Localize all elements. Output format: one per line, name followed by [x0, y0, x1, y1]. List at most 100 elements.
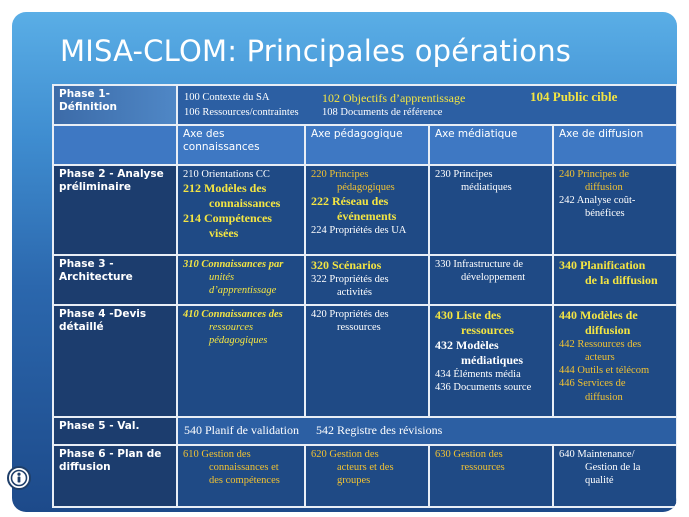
- op-242: 242 Analyse coût-: [559, 195, 636, 207]
- op-214: 214 Compétences: [183, 211, 272, 226]
- axis-header-connaissances: Axe des connaissances: [176, 124, 306, 166]
- op-224: 224 Propriétés des UA: [311, 225, 407, 237]
- phase1-item-106: 106 Ressources/contraintes: [184, 107, 299, 118]
- phase2-connaissances: 210 Orientations CC 212 Modèles des conn…: [176, 164, 306, 256]
- op-542: 542 Registre des révisions: [315, 423, 443, 437]
- op-620: 620 Gestion des: [311, 449, 379, 460]
- table-row-phase2: Phase 2 - Analyse préliminaire 210 Orien…: [52, 164, 677, 256]
- phase4-connaissances: 410 Connaissances des ressources pédagog…: [176, 304, 306, 418]
- info-person-icon: [7, 466, 31, 490]
- table-row-phase4: Phase 4 -Devis détaillé 410 Connaissance…: [52, 304, 677, 418]
- phase3-connaissances: 310 Connaissances par unités d’apprentis…: [176, 254, 306, 306]
- op-322: 322 Propriétés des: [311, 274, 389, 285]
- op-446-cont: diffusion: [585, 391, 623, 403]
- op-440: 440 Modèles de: [559, 308, 638, 322]
- op-310-cont: unités: [209, 272, 235, 284]
- phase2-diffusion: 240 Principes de diffusion 242 Analyse c…: [552, 164, 677, 256]
- phase4-mediatique: 430 Liste des ressources 432 Modèles méd…: [428, 304, 554, 418]
- op-640-cont: Gestion de la: [585, 462, 641, 474]
- phase1-item-102: 102 Objectifs d’apprentissage: [322, 91, 466, 105]
- phase6-mediatique: 630 Gestion des ressources: [428, 444, 554, 508]
- op-442-cont: acteurs: [585, 352, 615, 364]
- phase1-items: 100 Contexte du SA 102 Objectifs d’appre…: [176, 84, 677, 126]
- op-242-cont: bénéfices: [585, 208, 625, 220]
- op-640-cont2: qualité: [585, 475, 614, 487]
- op-214-cont: visées: [209, 226, 239, 241]
- phase1-label-line2: Définition: [59, 101, 118, 114]
- op-610-cont: connaissances et: [209, 462, 279, 474]
- phase1-label-line1: Phase 1-: [59, 88, 110, 100]
- phase2-pedagogique: 220 Principes pédagogiques 222 Réseau de…: [304, 164, 430, 256]
- op-430: 430 Liste des: [435, 308, 501, 322]
- phase3-mediatique: 330 Infrastructure de développement: [428, 254, 554, 306]
- op-230-cont: médiatiques: [461, 182, 512, 194]
- table-row-axes: Axe des connaissances Axe pédagogique Ax…: [52, 124, 677, 166]
- op-212-cont: connaissances: [209, 196, 281, 211]
- phase6-diffusion: 640 Maintenance/ Gestion de la qualité: [552, 444, 677, 508]
- op-222-cont: événements: [337, 209, 397, 224]
- phase4-diffusion: 440 Modèles de diffusion 442 Ressources …: [552, 304, 677, 418]
- axis-header-diffusion: Axe de diffusion: [552, 124, 677, 166]
- op-446: 446 Services de: [559, 378, 626, 390]
- op-220: 220 Principes: [311, 169, 369, 180]
- op-610: 610 Gestion des: [183, 449, 251, 460]
- op-220-cont: pédagogiques: [337, 182, 395, 194]
- op-240: 240 Principes de: [559, 169, 629, 180]
- op-410-cont2: pédagogiques: [209, 335, 268, 347]
- phase3-label: Phase 3 - Architecture: [52, 254, 178, 306]
- op-444: 444 Outils et télécom: [559, 365, 650, 377]
- phase4-label: Phase 4 -Devis détaillé: [52, 304, 178, 418]
- op-620-cont2: groupes: [337, 475, 371, 487]
- op-310-cont2: d’apprentissage: [209, 285, 277, 297]
- op-430-cont: ressources: [461, 323, 514, 337]
- op-432: 432 Modèles: [435, 338, 499, 352]
- operations-table: Phase 1- Définition 100 Contexte du SA 1…: [52, 84, 677, 508]
- op-620-cont: acteurs et des: [337, 462, 394, 474]
- table-row-phase3: Phase 3 - Architecture 310 Connaissances…: [52, 254, 677, 306]
- phase1-label: Phase 1- Définition: [52, 84, 178, 126]
- phase2-mediatique: 230 Principes médiatiques: [428, 164, 554, 256]
- phase6-connaissances: 610 Gestion des connaissances et des com…: [176, 444, 306, 508]
- phase2-label: Phase 2 - Analyse préliminaire: [52, 164, 178, 256]
- phase5-label: Phase 5 - Val.: [52, 416, 178, 446]
- op-210: 210 Orientations CC: [183, 169, 270, 180]
- phase6-pedagogique: 620 Gestion des acteurs et des groupes: [304, 444, 430, 508]
- phase5-items: 540 Planif de validation 542 Registre de…: [176, 416, 677, 446]
- op-212: 212 Modèles des: [183, 181, 267, 196]
- phase3-diffusion: 340 Planification de la diffusion: [552, 254, 677, 306]
- op-420: 420 Propriétés des: [311, 309, 389, 320]
- op-322-cont: activités: [337, 287, 372, 299]
- op-410: 410 Connaissances des: [183, 309, 283, 320]
- op-410-cont: ressources: [209, 322, 254, 334]
- op-222: 222 Réseau des: [311, 194, 389, 209]
- axis-corner-cell: [52, 124, 178, 166]
- table-row-phase5: Phase 5 - Val. 540 Planif de validation …: [52, 416, 677, 446]
- axis-header-mediatique: Axe médiatique: [428, 124, 554, 166]
- axis-header-pedagogique: Axe pédagogique: [304, 124, 430, 166]
- phase4-pedagogique: 420 Propriétés des ressources: [304, 304, 430, 418]
- op-436: 436 Documents source: [435, 382, 532, 394]
- op-340-cont: de la diffusion: [585, 273, 658, 287]
- op-434: 434 Éléments média: [435, 369, 521, 380]
- op-440-cont: diffusion: [585, 323, 631, 337]
- slide: MISA-CLOM: Principales opérations Phase …: [12, 12, 677, 512]
- op-442: 442 Ressources des: [559, 339, 642, 350]
- op-330: 330 Infrastructure de: [435, 259, 524, 270]
- table-row-phase1: Phase 1- Définition 100 Contexte du SA 1…: [52, 84, 677, 126]
- op-630: 630 Gestion des: [435, 449, 503, 460]
- phase1-item-104: 104 Public cible: [530, 89, 618, 104]
- op-630-cont: ressources: [461, 462, 505, 474]
- op-640: 640 Maintenance/: [559, 449, 635, 460]
- phase1-item-108: 108 Documents de référence: [322, 107, 443, 118]
- op-320: 320 Scénarios: [311, 258, 382, 272]
- op-240-cont: diffusion: [585, 182, 623, 194]
- op-540: 540 Planif de validation: [184, 423, 299, 437]
- op-432-cont: médiatiques: [461, 353, 524, 367]
- phase1-item-100: 100 Contexte du SA: [184, 92, 270, 103]
- phase3-pedagogique: 320 Scénarios 322 Propriétés des activit…: [304, 254, 430, 306]
- op-330-cont: développement: [461, 272, 526, 284]
- phase6-label: Phase 6 - Plan de diffusion: [52, 444, 178, 508]
- op-420-cont: ressources: [337, 322, 381, 334]
- op-310: 310 Connaissances par: [183, 259, 284, 270]
- op-610-cont2: des compétences: [209, 475, 280, 487]
